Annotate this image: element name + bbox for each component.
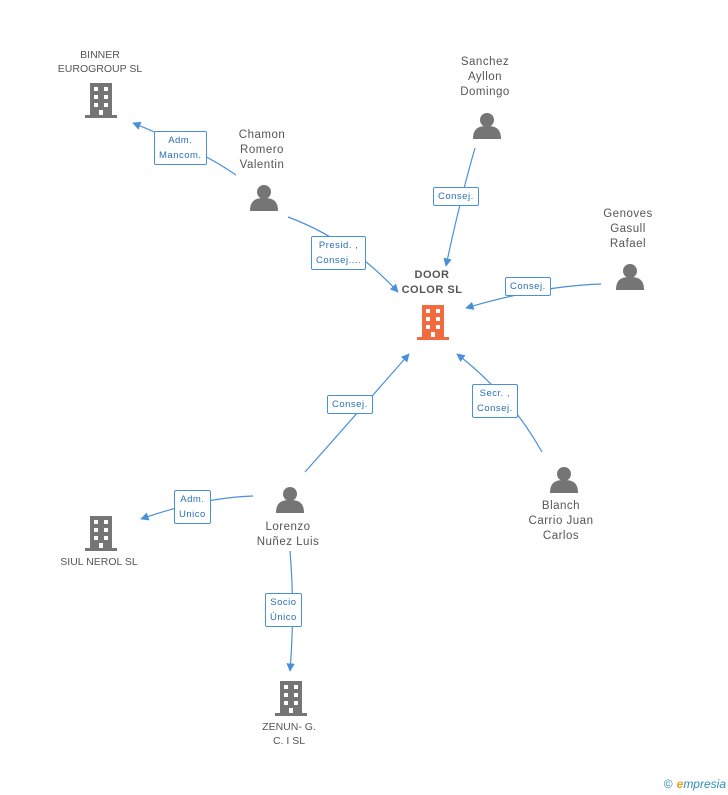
person-icon-lorenzo — [276, 487, 304, 513]
person-label-sanchez[interactable]: Sanchez Ayllon Domingo — [460, 55, 510, 100]
copyright-icon: © — [663, 777, 673, 791]
person-icon-blanch — [550, 467, 578, 493]
relation-label-sanchez-door[interactable]: Consej. — [433, 187, 479, 206]
company-name-line: C. I SL — [272, 735, 306, 747]
brand-footer: ©empresia — [664, 777, 726, 791]
person-name-line: Nuñez Luis — [256, 536, 320, 548]
building-icon-zenun — [275, 681, 307, 716]
edge-sanchez-door — [443, 147, 476, 267]
relation-label-chamon-door[interactable]: Presid. , Consej.... — [311, 236, 367, 270]
person-name-line: Domingo — [460, 86, 510, 98]
relation-label-lorenzo-door[interactable]: Consej. — [327, 395, 373, 414]
person-name-line: Gasull — [610, 223, 646, 235]
person-name-line: Carlos — [542, 530, 580, 542]
company-label-binner[interactable]: BINNER EUROGROUP SL — [58, 48, 142, 76]
relation-text: Adm. — [168, 135, 193, 146]
brand-logo-e: e — [676, 777, 684, 791]
company-name-line: BINNER — [80, 49, 120, 61]
center-name-line: COLOR SL — [401, 284, 463, 296]
company-label-siul[interactable]: SIUL NEROL SL — [60, 555, 137, 569]
building-icon-siul — [85, 516, 117, 551]
person-name-line: Genoves — [603, 208, 653, 220]
person-name-line: Sanchez — [460, 56, 510, 68]
relation-text: Consej. — [438, 191, 474, 202]
company-name-line: SIUL NEROL SL — [60, 556, 138, 568]
person-label-blanch[interactable]: Blanch Carrio Juan Carlos — [529, 499, 594, 544]
relation-text: Unico — [179, 509, 206, 520]
relation-text: Secr. , — [479, 388, 511, 399]
person-name-line: Rafael — [609, 238, 647, 250]
building-icon-door-color — [417, 305, 449, 340]
center-company-label[interactable]: DOOR COLOR SL — [402, 268, 463, 298]
company-name-line: EUROGROUP SL — [57, 63, 143, 75]
relation-label-blanch-door[interactable]: Secr. , Consej. — [472, 384, 518, 418]
person-name-line: Chamon — [238, 129, 286, 141]
person-name-line: Lorenzo — [265, 521, 311, 533]
relation-text: Único — [270, 612, 297, 623]
company-label-zenun[interactable]: ZENUN- G. C. I SL — [262, 720, 316, 748]
relation-text: Adm. — [180, 494, 205, 505]
relation-text: Consej. — [510, 281, 546, 292]
relation-text: Consej. — [477, 403, 513, 414]
relation-text: Socio — [270, 597, 297, 608]
person-label-lorenzo[interactable]: Lorenzo Nuñez Luis — [257, 520, 320, 550]
person-name-line: Ayllon — [467, 71, 503, 83]
person-label-genoves[interactable]: Genoves Gasull Rafael — [603, 207, 653, 252]
center-name-line: DOOR — [414, 269, 450, 281]
person-name-line: Romero — [240, 144, 284, 156]
person-name-line: Valentin — [239, 159, 285, 171]
relation-label-chamon-binner[interactable]: Adm. Mancom. — [154, 131, 207, 165]
company-name-line: ZENUN- G. — [262, 721, 316, 733]
relation-text: Consej. — [332, 399, 368, 410]
brand-logo-text: mpresia — [683, 777, 726, 791]
person-name-line: Blanch — [541, 500, 581, 512]
person-name-line: Carrio Juan — [528, 515, 594, 527]
relation-label-lorenzo-siul[interactable]: Adm. Unico — [174, 490, 211, 524]
building-icon-binner — [85, 83, 117, 118]
relation-label-lorenzo-zenun[interactable]: Socio Único — [265, 593, 302, 627]
person-label-chamon[interactable]: Chamon Romero Valentin — [239, 128, 285, 173]
person-icon-sanchez — [473, 113, 501, 139]
relation-text: Mancom. — [159, 150, 202, 161]
relation-text: Consej.... — [316, 255, 362, 266]
person-icon-genoves — [616, 264, 644, 290]
relation-text: Presid. , — [318, 240, 359, 251]
person-icon-chamon — [250, 185, 278, 211]
relation-label-genoves-door[interactable]: Consej. — [505, 277, 551, 296]
